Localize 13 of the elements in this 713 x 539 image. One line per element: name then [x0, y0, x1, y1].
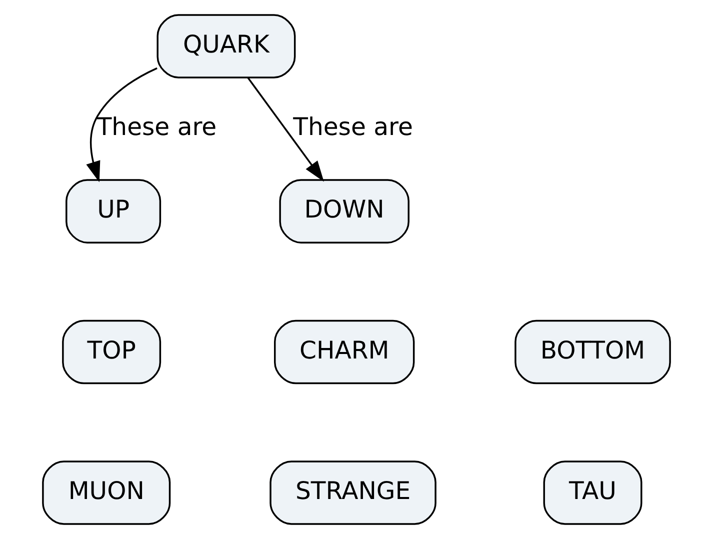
arrow: [247, 77, 324, 182]
node-box: CHARM: [274, 320, 415, 384]
arrow: [86, 67, 158, 182]
node-box: TOP: [62, 320, 162, 384]
node-box: UP: [66, 179, 162, 244]
edge-label: These are: [96, 112, 217, 142]
node-box: DOWN: [279, 179, 410, 244]
node-box: QUARK: [156, 14, 296, 78]
node-box: STRANGE: [270, 460, 436, 525]
node-box: TAU: [543, 460, 642, 525]
edge-label: These are: [293, 112, 413, 142]
node-box: MUON: [42, 460, 171, 525]
node-box: BOTTOM: [514, 320, 671, 384]
